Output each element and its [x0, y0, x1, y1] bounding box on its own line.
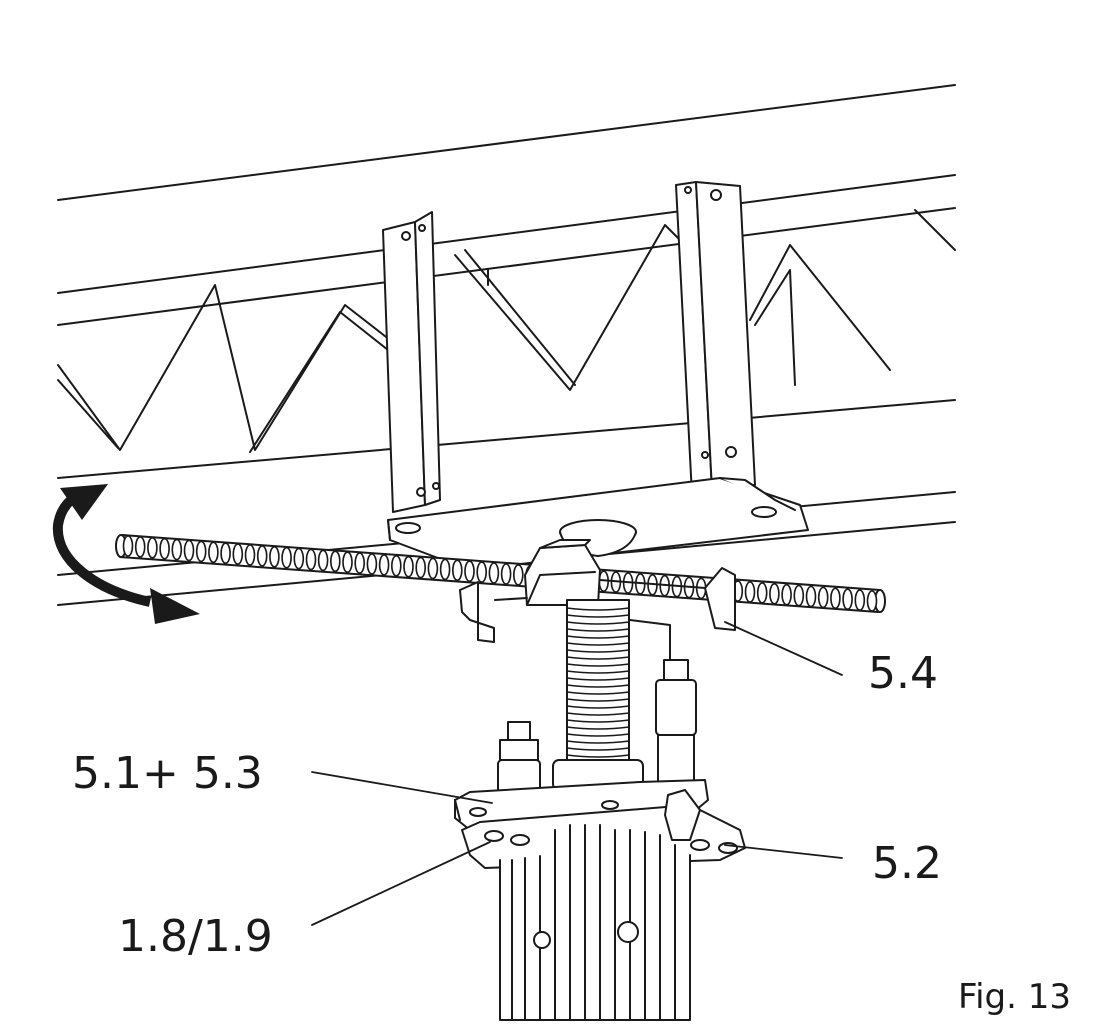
rod-rib: [427, 557, 439, 580]
rod-rib: [415, 556, 427, 579]
center-boss: [559, 519, 637, 557]
rod-rib: [866, 590, 878, 612]
rod-rib: [488, 562, 500, 584]
spindle-thread: [566, 712, 630, 716]
spindle-thread: [566, 747, 630, 751]
rod-rib: [329, 550, 341, 573]
rod-rib: [842, 588, 853, 611]
right-bracket-plate: [675, 181, 756, 496]
leader-5-2: [724, 844, 843, 859]
rod-rib: [512, 564, 524, 586]
rod-rib: [854, 589, 866, 611]
rod-rib: [317, 549, 329, 572]
rod-rib: [244, 544, 256, 566]
rotation-arrow-icon: [52, 484, 200, 624]
spindle-thread: [566, 635, 630, 639]
rod-rib: [500, 563, 512, 585]
callout-5-1-5-3: 5.1+ 5.3: [72, 748, 263, 799]
spindle-thread: [566, 740, 630, 744]
rod-rib: [293, 547, 305, 570]
left-bracket-plate: [382, 211, 441, 513]
spindle-thread: [566, 684, 630, 688]
leader-5-4: [724, 621, 843, 676]
rod-rib: [220, 542, 231, 565]
rod-rib: [342, 551, 353, 574]
rod-rib: [439, 558, 451, 581]
rod-rib: [390, 554, 402, 577]
spindle-thread: [566, 649, 630, 653]
spindle-thread: [566, 621, 630, 625]
spindle-thread: [566, 691, 630, 695]
callout-5-2: 5.2: [872, 838, 942, 889]
spindle-thread: [566, 719, 630, 723]
rod-rib: [366, 553, 378, 575]
rod-rib: [147, 536, 158, 559]
rod-rib: [195, 540, 207, 563]
spindle-thread: [566, 656, 630, 660]
spindle-thread: [566, 698, 630, 702]
callout-1-8-1-9: 1.8/1.9: [118, 911, 273, 962]
rod-clamp: [459, 539, 736, 643]
rod-rib: [134, 536, 146, 558]
rod-rib: [464, 560, 475, 583]
rod-rib: [817, 586, 829, 609]
spindle-thread: [566, 628, 630, 632]
rod-rib: [256, 545, 268, 567]
spindle-thread: [566, 663, 630, 667]
rod-rib: [476, 561, 488, 583]
rod-rib: [378, 554, 390, 576]
rod-rib: [793, 584, 805, 607]
rod-rib: [830, 587, 841, 610]
rod-rib: [232, 543, 244, 565]
spindle-thread: [566, 670, 630, 674]
spindle-thread: [566, 677, 630, 681]
rod-rib: [159, 537, 170, 560]
figure-caption: Fig. 13: [958, 977, 1071, 1017]
leader-1-8-1-9: [311, 841, 491, 926]
rod-rib: [269, 545, 280, 568]
spindle-thread: [566, 733, 630, 737]
spindle-thread: [566, 754, 630, 758]
spindle-thread: [566, 726, 630, 730]
rod-rib: [744, 581, 756, 603]
rod-rib: [354, 552, 366, 574]
prop-tube: [499, 824, 691, 1021]
rod-rib: [769, 582, 780, 605]
spindle-thread: [566, 642, 630, 646]
spindle-thread: [566, 607, 630, 611]
rod-rib: [171, 538, 183, 561]
leader-5-1-5-3: [311, 771, 493, 804]
rod-rib: [805, 585, 817, 608]
rod-rib: [305, 548, 317, 571]
spindle-thread: [566, 705, 630, 709]
rod-rib: [208, 541, 219, 564]
rod-rib: [281, 546, 292, 569]
rod-rib: [756, 582, 768, 604]
spindle-thread: [566, 614, 630, 618]
rod-rib: [122, 535, 134, 557]
callout-5-4: 5.4: [868, 648, 938, 699]
leader-lines: [311, 621, 843, 926]
rod-rib: [451, 559, 463, 582]
rod-rib: [403, 555, 414, 578]
rod-rib: [781, 583, 792, 606]
rod-rib: [183, 539, 195, 562]
